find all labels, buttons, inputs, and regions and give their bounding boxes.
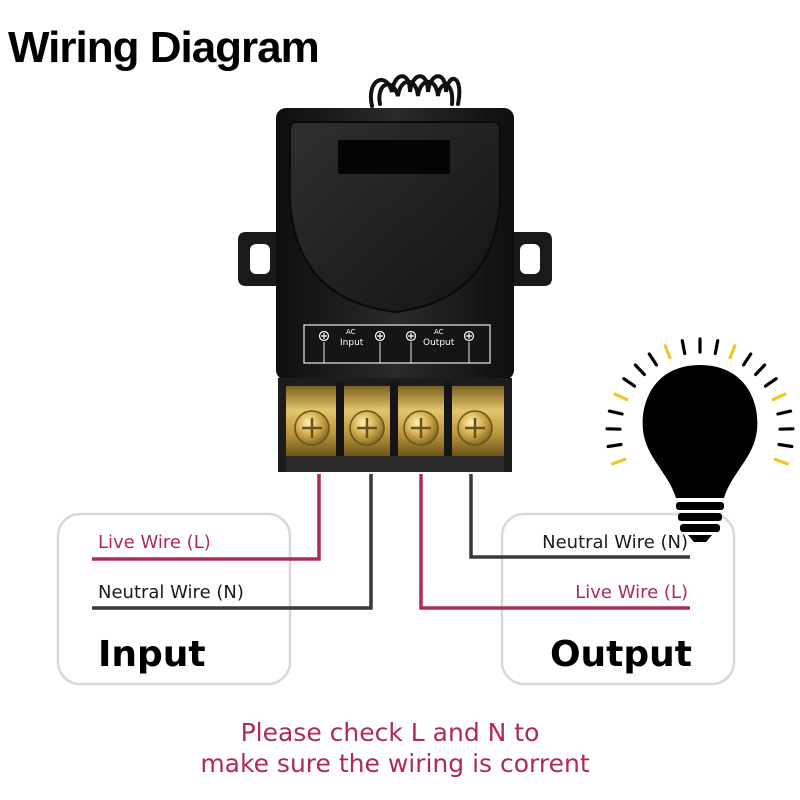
output-heading: Output xyxy=(550,634,692,675)
notice-line-1: Please check L and N to xyxy=(241,718,540,747)
bulb-ray xyxy=(622,377,637,388)
bulb-rays xyxy=(605,337,795,466)
terminal-screw-icon xyxy=(294,410,493,446)
mount-hole-left xyxy=(250,244,270,274)
terminal-base xyxy=(286,456,504,472)
bulb-ray xyxy=(777,442,794,449)
output-live-wire xyxy=(419,474,690,610)
output-live-label: Live Wire (L) xyxy=(575,582,688,603)
input-neutral-wire xyxy=(92,474,373,610)
output-neutral-wire xyxy=(469,474,690,559)
bulb-ray xyxy=(741,352,753,367)
bulb-ray xyxy=(680,339,687,356)
bulb-ray xyxy=(610,457,627,466)
bulb-ray xyxy=(663,344,672,360)
terminal-ac-label-2: AC xyxy=(434,328,444,336)
output-box xyxy=(500,512,736,686)
bulb-ray xyxy=(606,442,623,449)
terminal-dividers xyxy=(336,382,452,462)
output-neutral-label: Neutral Wire (N) xyxy=(542,532,688,553)
bulb-ray xyxy=(728,344,737,360)
bulb-ray xyxy=(633,363,647,377)
plus-icon xyxy=(318,330,475,342)
bulb-ray xyxy=(773,457,790,466)
bulb-ray xyxy=(771,392,787,402)
relay-device: AC Input AC Output xyxy=(238,74,552,472)
bulb-ray xyxy=(776,409,793,416)
bulb-ray xyxy=(613,392,629,402)
antenna-coil-icon xyxy=(368,74,462,108)
terminal-ac-label-1: AC xyxy=(346,328,356,336)
terminal-input-label: Input xyxy=(340,338,364,348)
input-box xyxy=(56,512,292,686)
bulb-ray xyxy=(713,339,720,356)
input-live-label: Live Wire (L) xyxy=(98,532,211,553)
page-title: Wiring Diagram xyxy=(8,23,319,72)
terminal-label-plate: AC Input AC Output xyxy=(303,324,491,364)
notice-line-2: make sure the wiring is corrent xyxy=(200,749,590,778)
input-heading: Input xyxy=(98,634,206,675)
input-neutral-label: Neutral Wire (N) xyxy=(98,582,244,603)
bulb-ray xyxy=(753,363,767,377)
device-window xyxy=(338,140,450,174)
bulb-ray xyxy=(607,409,624,416)
input-live-wire xyxy=(92,474,321,561)
mount-hole-right xyxy=(520,244,540,274)
bulb-ray xyxy=(647,352,659,367)
bulb-ray xyxy=(763,377,778,388)
light-bulb-icon xyxy=(605,337,795,542)
terminal-output-label: Output xyxy=(423,338,455,348)
